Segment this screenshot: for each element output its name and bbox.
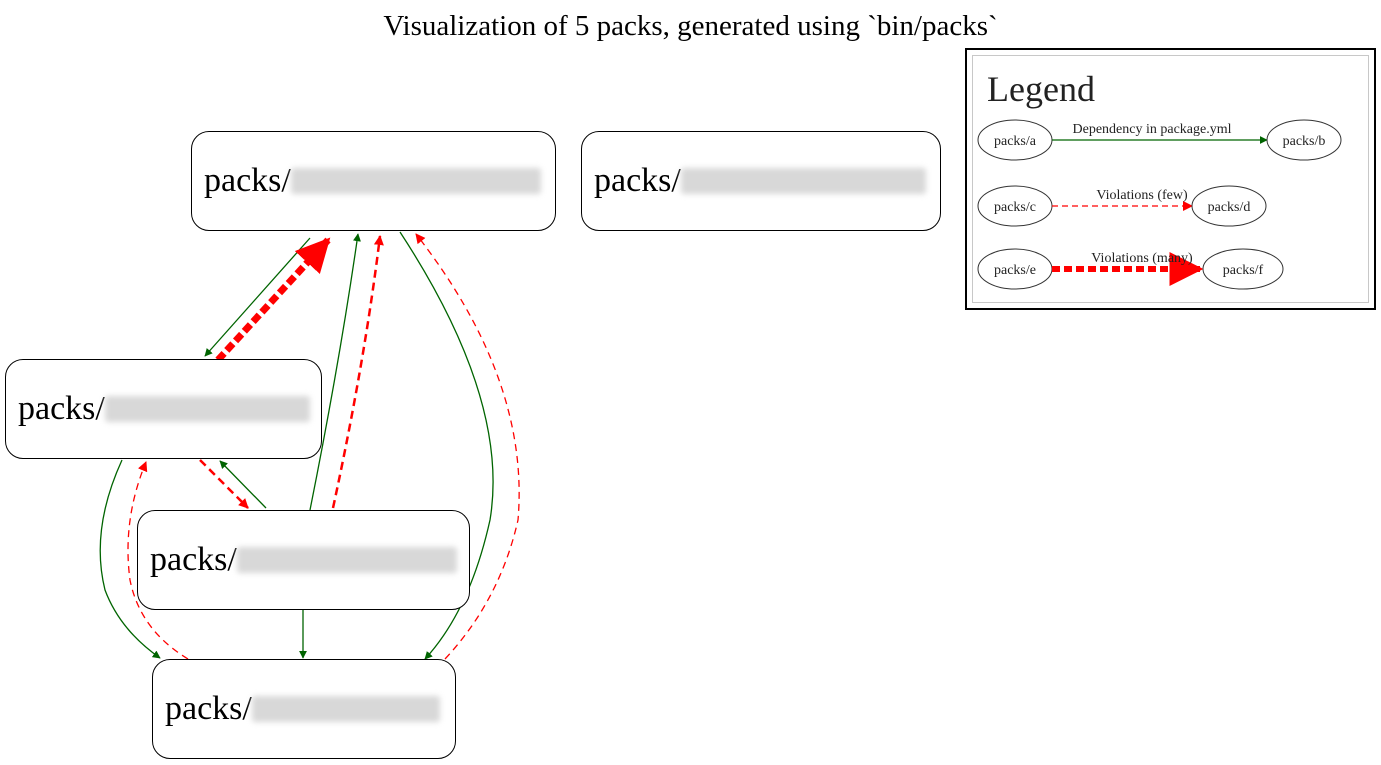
edge-dependency-n1-to-n3 — [204, 237, 311, 357]
legend-edge-label: Violations (few) — [1096, 188, 1188, 203]
pack-node: packs/ — [137, 510, 470, 610]
legend-node-label: packs/b — [1283, 134, 1326, 149]
redacted-pack-name — [236, 547, 457, 573]
pack-node-label: packs/ — [204, 162, 291, 199]
diagram-title: Visualization of 5 packs, generated usin… — [383, 10, 998, 42]
edge-violations-few-n3-to-n2 — [199, 459, 249, 509]
legend-node-label: packs/a — [994, 134, 1037, 149]
legend-node-label: packs/d — [1208, 200, 1251, 215]
legend: Legend packs/a Dependency in package.yml… — [965, 48, 1376, 310]
legend-node — [1202, 248, 1284, 290]
pack-node: packs/ — [581, 131, 941, 231]
legend-frame — [972, 55, 1369, 303]
pack-node-label: packs/ — [18, 390, 105, 427]
legend-node-label: packs/c — [994, 200, 1036, 215]
legend-edge-label: Violations (many) — [1091, 251, 1193, 266]
edge-violations-few-n4-to-n1 — [415, 233, 520, 660]
pack-node-label: packs/ — [165, 690, 252, 727]
pack-node: packs/ — [152, 659, 456, 759]
redacted-pack-name — [251, 696, 440, 722]
pack-node: packs/ — [5, 359, 322, 459]
redacted-pack-name — [290, 168, 541, 194]
pack-node-label: packs/ — [594, 162, 681, 199]
edge-dependency-n2-to-n3 — [219, 460, 267, 509]
edge-dependency-n3-to-n4 — [99, 459, 161, 659]
redacted-pack-name — [104, 396, 310, 422]
edge-violations-few-n2-to-n1 — [331, 235, 384, 509]
legend-edge-label: Dependency in package.yml — [1073, 122, 1232, 137]
legend-node — [1266, 119, 1342, 161]
redacted-pack-name — [680, 168, 926, 194]
edge-dependency-n2-to-n1 — [309, 233, 361, 511]
edge-violations-few-n4-to-n3 — [127, 461, 189, 660]
legend-node-label: packs/f — [1223, 263, 1264, 278]
pack-node: packs/ — [191, 131, 556, 231]
edge-violations-many-n3-to-n1 — [215, 237, 331, 363]
legend-diagram: packs/a Dependency in package.yml packs/… — [977, 119, 1342, 290]
legend-node — [1191, 185, 1267, 227]
legend-title: Legend — [987, 69, 1095, 109]
edge-dependency-n1-to-n4 — [399, 231, 494, 660]
legend-node-label: packs/e — [994, 263, 1036, 278]
pack-node-label: packs/ — [150, 541, 237, 578]
